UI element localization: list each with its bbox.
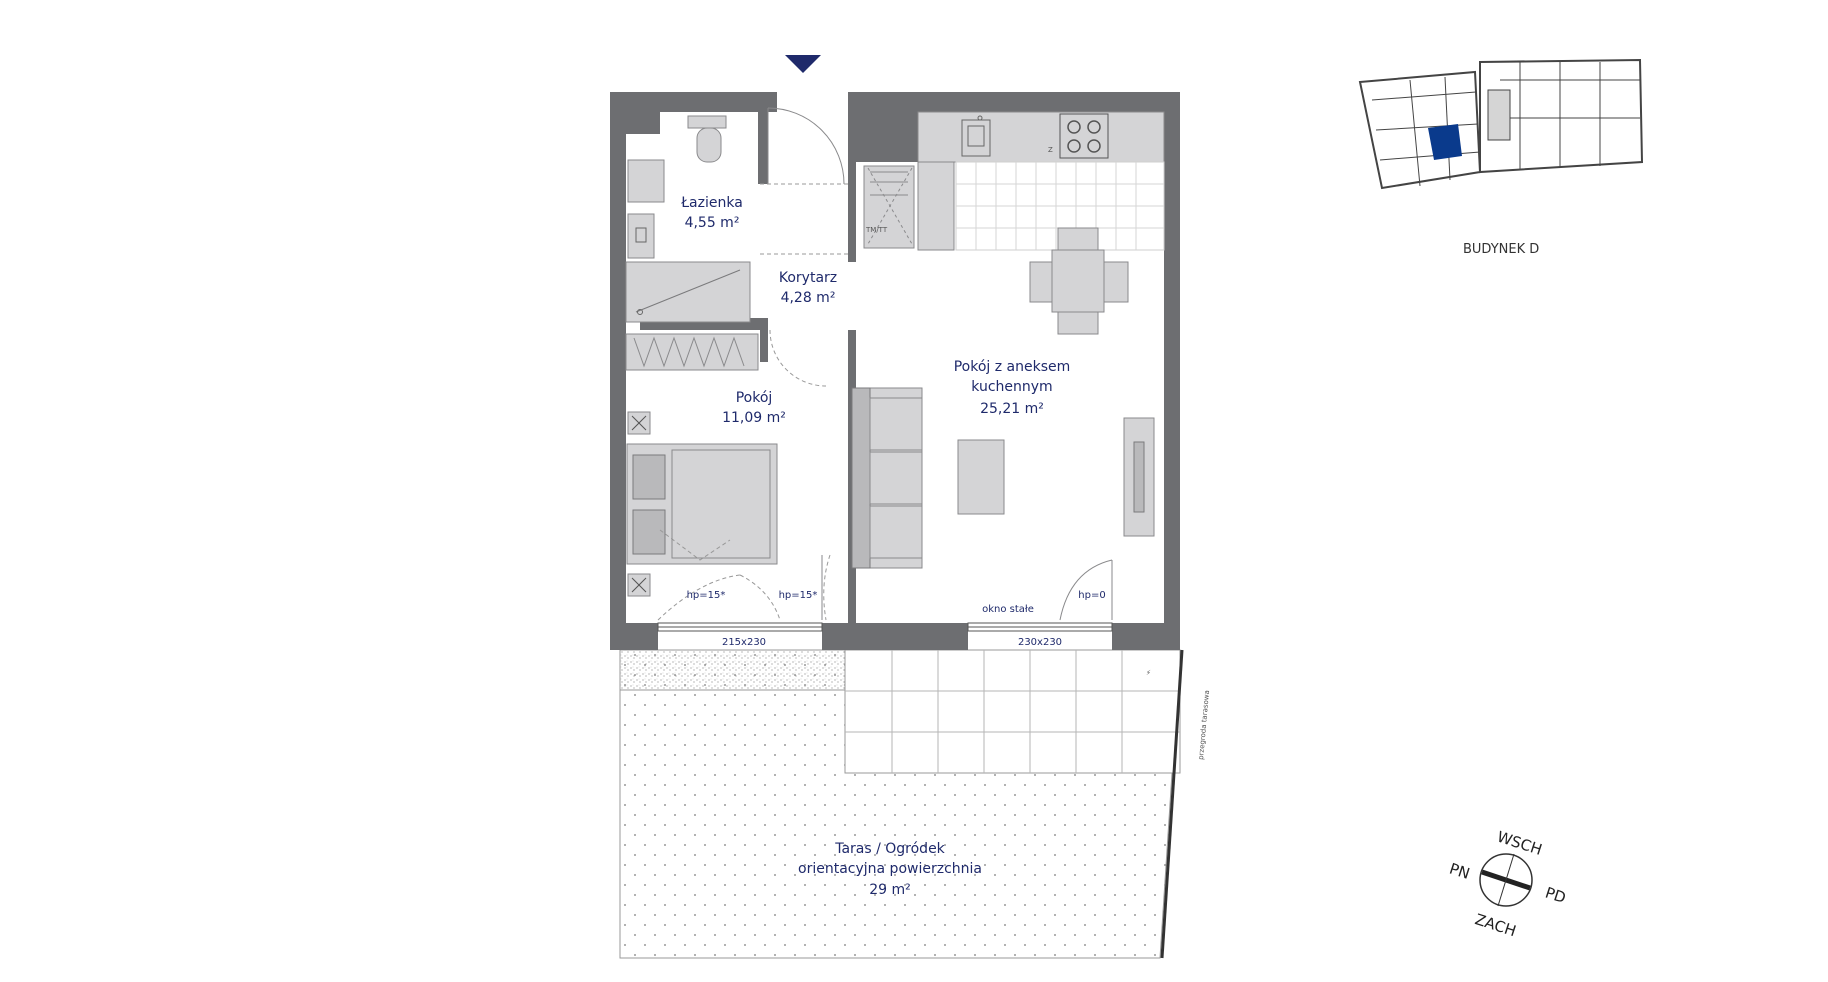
window-size-left: 215x230 [722,637,766,648]
compass-north: PN [1447,860,1472,883]
living-area: 25,21 m² [980,401,1044,417]
building-label: BUDYNEK D [1463,242,1539,257]
corridor-name: Korytarz [779,270,837,286]
compass: WSCH PN PD ZACH [1447,828,1568,941]
entrance-arrow-icon [785,55,821,73]
wardrobe [625,333,759,371]
svg-text:⚡: ⚡ [1146,669,1151,677]
laundry-label: TM/TT [865,226,888,234]
stove-marker: Z [1048,146,1053,154]
compass-west: ZACH [1473,910,1519,940]
terrace-name-line1: Taras / Ogródek [834,841,945,857]
corridor-area: 4,28 m² [781,290,836,306]
bedroom-name: Pokój [736,390,773,406]
living-name-line2: kuchennym [971,379,1052,395]
fixed-window-label: okno stałe [982,604,1034,615]
living-name-line1: Pokój z aneksem [954,359,1071,375]
bathroom-name: Łazienka [680,195,743,211]
doors [657,107,1113,621]
bedroom-furniture [626,411,778,597]
bathroom-area: 4,55 m² [685,215,740,231]
windows [657,622,1113,632]
compass-south: PD [1543,884,1568,907]
terrace-name-line2: orientacyjna powierzchnia [798,861,982,877]
dining-table [1029,227,1129,335]
bedroom-area: 11,09 m² [722,410,786,426]
terrace-area: przegroda tarasowa ⚡ [619,649,1211,959]
key-plan: BUDYNEK D [1358,58,1644,257]
living-furniture [851,387,1155,569]
walls [610,92,1180,650]
sill-height-left-1: hp=15* [687,590,726,601]
annotations: hp=15* hp=15* hp=0 okno stałe 215x230 23… [687,590,1106,648]
sill-height-right: hp=0 [1078,590,1105,601]
room-labels: Łazienka 4,55 m² Korytarz 4,28 m² Pokój … [680,195,1070,898]
bathroom-fixtures [625,115,751,323]
sill-height-left-2: hp=15* [779,590,818,601]
selected-unit-highlight [1428,124,1462,160]
terrace-area-value: 29 m² [869,882,911,898]
kitchen-fixtures: TM/TT Z [863,111,1165,251]
window-size-right: 230x230 [1018,637,1062,648]
terrace-partition-label: przegroda tarasowa [1197,690,1211,760]
